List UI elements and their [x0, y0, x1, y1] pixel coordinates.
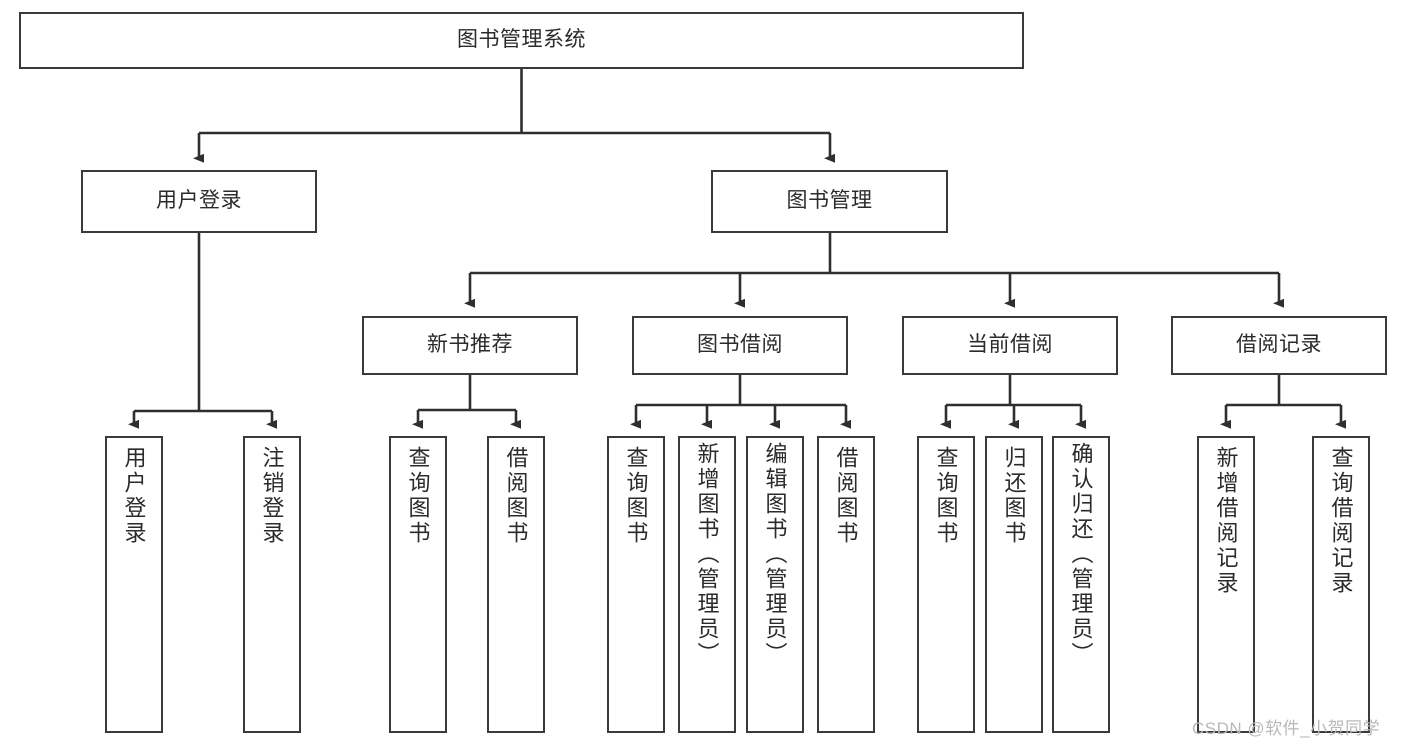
node-leaf-borrow-book[interactable]: 借阅图书 — [817, 436, 875, 733]
node-label: 查询借阅记录 — [1328, 446, 1354, 596]
node-label: 图书管理系统 — [457, 28, 586, 52]
node-label: 图书管理 — [786, 189, 873, 213]
node-borrow-record[interactable]: 借阅记录 — [1171, 316, 1387, 375]
node-label: 图书借阅 — [697, 333, 783, 357]
node-label: 借阅记录 — [1236, 333, 1322, 357]
node-leaf-query-book-borrow[interactable]: 查询图书 — [607, 436, 665, 733]
node-current-borrow[interactable]: 当前借阅 — [902, 316, 1118, 375]
node-book-management[interactable]: 图书管理 — [711, 170, 948, 233]
node-leaf-logout[interactable]: 注销登录 — [243, 436, 301, 733]
node-leaf-user-login[interactable]: 用户登录 — [105, 436, 163, 733]
node-leaf-add-book-admin[interactable]: 新增图书（管理员） — [678, 436, 736, 733]
node-label: 新书推荐 — [427, 333, 513, 357]
node-leaf-query-borrow-record[interactable]: 查询借阅记录 — [1312, 436, 1370, 733]
node-leaf-query-book-recommend[interactable]: 查询图书 — [389, 436, 447, 733]
node-label: 编辑图书（管理员） — [762, 442, 788, 667]
node-leaf-return-book[interactable]: 归还图书 — [985, 436, 1043, 733]
node-label: 查询图书 — [405, 446, 431, 546]
csdn-watermark: CSDN @软件_小贺同学 — [1192, 719, 1381, 738]
node-root-system[interactable]: 图书管理系统 — [19, 12, 1024, 69]
node-leaf-add-borrow-record[interactable]: 新增借阅记录 — [1197, 436, 1255, 733]
node-label: 当前借阅 — [967, 333, 1053, 357]
node-label: 用户登录 — [156, 189, 242, 213]
node-label: 查询图书 — [933, 446, 959, 546]
node-label: 归还图书 — [1001, 446, 1027, 546]
node-user-login[interactable]: 用户登录 — [81, 170, 317, 233]
node-label: 新增图书（管理员） — [694, 442, 720, 667]
node-leaf-edit-book-admin[interactable]: 编辑图书（管理员） — [746, 436, 804, 733]
node-new-book-recommend[interactable]: 新书推荐 — [362, 316, 578, 375]
node-label: 查询图书 — [623, 446, 649, 546]
node-label: 确认归还（管理员） — [1068, 442, 1094, 667]
node-label: 用户登录 — [121, 446, 147, 546]
node-leaf-query-book-current[interactable]: 查询图书 — [917, 436, 975, 733]
node-book-borrow[interactable]: 图书借阅 — [632, 316, 848, 375]
node-label: 注销登录 — [259, 446, 285, 546]
node-label: 借阅图书 — [833, 446, 859, 546]
node-label: 借阅图书 — [503, 446, 529, 546]
node-leaf-confirm-return-admin[interactable]: 确认归还（管理员） — [1052, 436, 1110, 733]
node-label: 新增借阅记录 — [1213, 446, 1239, 596]
node-leaf-borrow-book-recommend[interactable]: 借阅图书 — [487, 436, 545, 733]
